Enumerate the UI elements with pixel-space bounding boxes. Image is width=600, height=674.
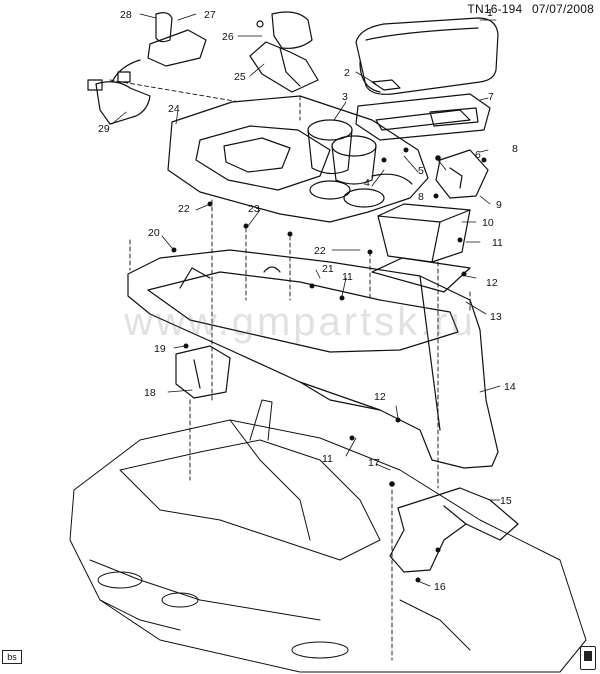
fasteners (171, 147, 487, 583)
front-bracket-part (175, 345, 231, 399)
callout-10: 10 (482, 217, 494, 229)
callout-9: 9 (496, 199, 502, 211)
bin-mat-part (371, 257, 471, 293)
callout-22b: 22 (314, 245, 326, 257)
callout-3: 3 (342, 91, 348, 103)
storage-bin-part (377, 203, 471, 263)
rear-support-bracket-part (389, 487, 519, 573)
callout-2: 2 (344, 67, 350, 79)
callout-12: 12 (486, 277, 498, 289)
callout-6: 6 (475, 149, 481, 161)
lid-latch-part (355, 79, 491, 141)
callout-27: 27 (204, 9, 216, 21)
callout-21: 21 (322, 263, 334, 275)
callout-26: 26 (222, 31, 234, 43)
callout-18: 18 (144, 387, 156, 399)
callout-4: 4 (364, 177, 370, 189)
leader-lines (111, 13, 501, 587)
bs-badge: bs (2, 650, 22, 664)
diagram-header: TN16-194 07/07/2008 (467, 2, 594, 16)
console-base-part (127, 249, 499, 469)
callout-11b: 11 (342, 271, 353, 283)
callout-5: 5 (418, 165, 424, 177)
callout-8b: 8 (418, 191, 424, 203)
callout-14: 14 (504, 381, 516, 393)
book-icon (580, 646, 596, 670)
diagram-date: 07/07/2008 (531, 2, 594, 16)
callout-19: 19 (154, 343, 166, 355)
callout-23: 23 (248, 203, 260, 215)
callout-16: 16 (434, 581, 446, 593)
callout-17: 17 (368, 457, 380, 469)
callout-11: 11 (492, 237, 503, 249)
floor-pan-part (69, 399, 587, 673)
shift-boot-part (249, 11, 319, 93)
callout-15: 15 (500, 495, 512, 507)
callout-11c: 11 (322, 453, 333, 465)
callout-13: 13 (490, 311, 502, 323)
console-trim-plate-part (167, 95, 429, 223)
assembly-lines (109, 79, 471, 661)
diagram-code: TN16-194 (467, 2, 523, 16)
callout-28: 28 (120, 9, 132, 21)
callout-29: 29 (98, 123, 110, 135)
latch-bracket-part (435, 149, 489, 199)
callout-25: 25 (234, 71, 246, 83)
watermark: www.gmpartsk.ru (124, 300, 476, 344)
armrest-lid-part (355, 17, 499, 95)
callout-labels: 1 2 3 4 5 6 7 8 8 9 10 11 11 11 12 12 13… (98, 7, 518, 593)
switch-panel-part (87, 12, 207, 125)
callout-22: 22 (178, 203, 190, 215)
callout-24: 24 (168, 103, 180, 115)
callout-20: 20 (148, 227, 160, 239)
callout-7: 7 (488, 91, 494, 103)
callout-1: 1 (487, 7, 493, 19)
callout-12b: 12 (374, 391, 386, 403)
callout-8: 8 (512, 143, 518, 155)
cupholder-insert-part (307, 119, 377, 185)
